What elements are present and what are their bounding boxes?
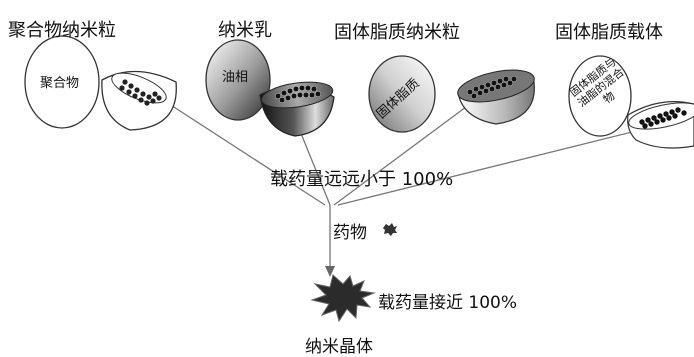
solid-lipid-nanoparticle-icon (368, 55, 535, 133)
lipid-carrier-icon (568, 55, 694, 149)
polymer-inner-label: 聚合物 (40, 76, 80, 91)
nanocrystal-icon (310, 274, 376, 323)
polymer-nanoparticle-title: 聚合物纳米粒 (8, 20, 116, 41)
loading-high-label: 载药量接近 100% (378, 293, 518, 313)
lipid-carrier-title: 固体脂质载体 (555, 22, 663, 43)
line-polymer (159, 97, 326, 206)
arrow-head (325, 266, 335, 277)
connector-lines (159, 97, 641, 268)
line-nlc (337, 129, 641, 206)
line-sln (333, 103, 471, 206)
nanoemulsion-icon (205, 39, 335, 137)
line-emulsion (297, 125, 331, 206)
loading-low-label: 载药量远远小于 100% (270, 169, 454, 190)
polymer-nanoparticle-icon (24, 35, 177, 131)
solid-lipid-nanoparticle-title: 固体脂质纳米粒 (334, 22, 460, 43)
nanoemulsion-title: 纳米乳 (218, 20, 272, 41)
oil-phase-label: 油相 (222, 70, 249, 85)
drug-particle-icon (383, 223, 397, 236)
nanocrystal-label: 纳米晶体 (305, 337, 373, 357)
drug-label: 药物 (333, 223, 367, 243)
